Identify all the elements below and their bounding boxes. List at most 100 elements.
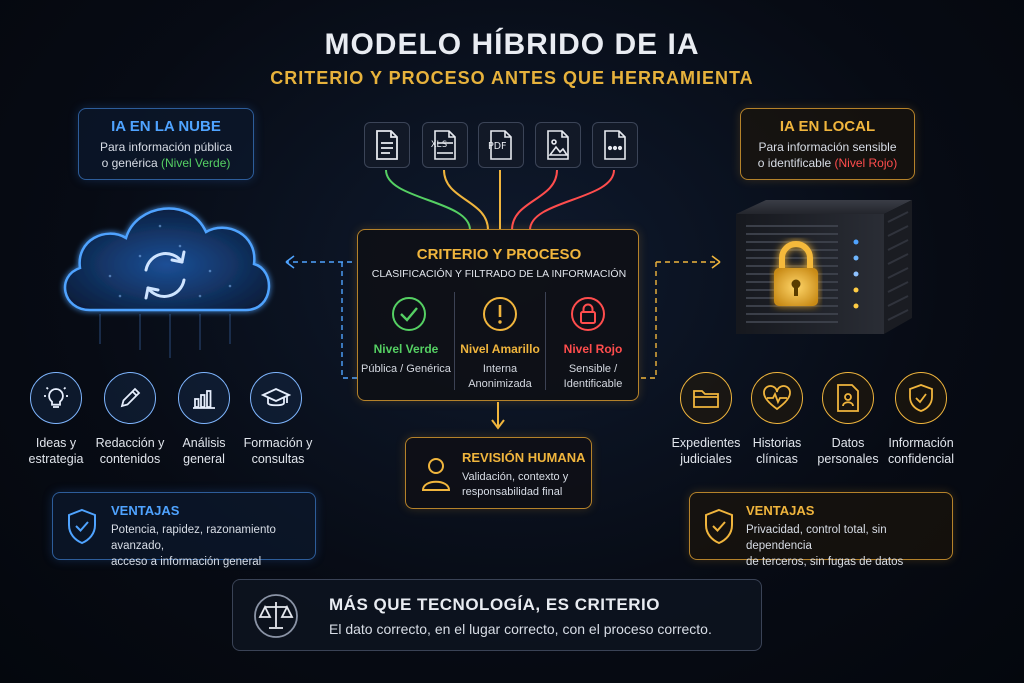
person-icon	[421, 458, 451, 491]
process-subtitle: CLASIFICACIÓN Y FILTRADO DE LA INFORMACI…	[371, 268, 627, 280]
process-title: CRITERIO Y PROCESO	[416, 246, 582, 263]
more-icon	[604, 130, 626, 160]
local-line2: o identificable (Nivel Rojo)	[741, 155, 914, 171]
cloud-header-box: IA EN LA NUBE Para información pública o…	[78, 108, 254, 180]
doc-image	[535, 122, 581, 168]
spreadsheet-icon	[434, 130, 456, 160]
lightbulb-icon	[44, 386, 68, 408]
server-icon	[736, 200, 912, 334]
folder-icon	[693, 390, 719, 408]
local-line2a: o identificable	[757, 156, 835, 170]
use-writing-l2: contenidos	[99, 452, 161, 466]
use-clinical-l1: Historias	[752, 436, 802, 450]
shield-check-icon	[68, 508, 96, 545]
warning-circle-icon	[483, 297, 517, 331]
doc-more	[592, 122, 638, 168]
doc-pdf: PDF	[478, 122, 524, 168]
use-ideas-caption: Ideas y estrategia	[11, 435, 101, 467]
heart-pulse-icon	[763, 385, 791, 411]
doc-xls: XLS	[422, 122, 468, 168]
use-ideas	[30, 372, 82, 424]
footer-text: El dato correcto, en el lugar correcto, …	[329, 621, 712, 637]
pdf-icon	[490, 130, 512, 160]
local-adv-l1: Privacidad, control total, sin dependenc…	[746, 524, 887, 552]
cloud-level-label: (Nivel Verde)	[161, 156, 231, 170]
use-analysis-caption: Análisis general	[159, 435, 249, 467]
use-judicial	[680, 372, 732, 424]
local-line1: Para información sensible	[758, 140, 897, 154]
use-training	[250, 372, 302, 424]
shield-check-icon	[705, 508, 733, 545]
shield-check-icon	[909, 384, 933, 412]
use-personal-l2: personales	[817, 452, 879, 466]
graduation-cap-icon	[261, 388, 291, 407]
cloud-advantages-text: Potencia, rapidez, razonamiento avanzado…	[111, 522, 317, 570]
use-analysis-l2: general	[183, 452, 225, 466]
use-personal-l1: Datos	[831, 436, 865, 450]
use-clinical	[751, 372, 803, 424]
use-writing	[104, 372, 156, 424]
use-ideas-l1: Ideas y	[35, 436, 77, 450]
local-advantages-text: Privacidad, control total, sin dependenc…	[746, 522, 952, 570]
lock-circle-icon	[571, 297, 605, 331]
use-confidential-l1: Información	[888, 436, 954, 450]
review-l2: responsabilidad final	[462, 486, 563, 498]
footer-title: MÁS QUE TECNOLOGÍA, ES CRITERIO	[329, 595, 660, 614]
level-amber-name: Nivel Amarillo	[460, 342, 540, 356]
scales-icon	[254, 594, 298, 638]
doc-text	[364, 122, 410, 168]
bar-chart-icon	[193, 390, 215, 409]
cloud-line2a: o genérica	[101, 156, 161, 170]
page-title: MODELO HÍBRIDO DE IA	[324, 28, 700, 61]
cloud-advantages-box: VENTAJAS Potencia, rapidez, razonamiento…	[52, 492, 316, 568]
local-header-box: IA EN LOCAL Para información sensible o …	[740, 108, 915, 180]
cloud-line2: o genérica (Nivel Verde)	[79, 155, 253, 171]
level-green-desc: Pública / Genérica	[361, 363, 451, 375]
use-training-l2: consultas	[251, 452, 305, 466]
id-card-icon	[837, 384, 859, 412]
cloud-advantages-title: VENTAJAS	[111, 503, 180, 518]
pencil-icon	[120, 387, 141, 408]
footer-box: MÁS QUE TECNOLOGÍA, ES CRITERIO El dato …	[232, 579, 762, 651]
use-writing-l1: Redacción y	[95, 436, 165, 450]
local-advantages-title: VENTAJAS	[746, 503, 815, 518]
use-clinical-l2: clínicas	[756, 452, 798, 466]
criteria-process-box: CRITERIO Y PROCESO CLASIFICACIÓN Y FILTR…	[357, 229, 639, 401]
use-ideas-l2: estrategia	[28, 452, 84, 466]
local-level-label: (Nivel Rojo)	[834, 156, 898, 170]
level-green-name: Nivel Verde	[373, 342, 439, 356]
use-judicial-caption: Expedientes judiciales	[661, 435, 751, 467]
use-training-l1: Formación y	[243, 436, 313, 450]
use-training-caption: Formación y consultas	[233, 435, 323, 467]
cloud-adv-l2: acceso a información general	[111, 556, 262, 568]
use-personal	[822, 372, 874, 424]
review-l1: Validación, contexto y	[462, 471, 569, 483]
doc-pdf-label: PDF	[488, 141, 507, 152]
check-circle-icon	[392, 297, 426, 331]
doc-xls-label: XLS	[431, 140, 448, 150]
cloud-icon	[63, 207, 271, 312]
cloud-line1: Para información pública	[99, 140, 233, 154]
use-confidential	[895, 372, 947, 424]
use-analysis-l1: Análisis	[182, 436, 226, 450]
cloud-title: IA EN LA NUBE	[111, 118, 221, 135]
level-amber-d2: Anonimizada	[468, 378, 532, 390]
review-title: REVISIÓN HUMANA	[462, 450, 586, 465]
level-red-desc: Sensible /Identificable	[546, 362, 640, 392]
use-confidential-caption: Información confidencial	[876, 435, 966, 467]
use-judicial-l1: Expedientes	[671, 436, 741, 450]
local-title: IA EN LOCAL	[779, 118, 876, 135]
use-confidential-l2: confidencial	[887, 452, 954, 466]
level-amber-d1: Interna	[482, 363, 518, 375]
image-icon	[547, 130, 569, 160]
level-red-name: Nivel Rojo	[563, 342, 623, 356]
review-text: Validación, contexto y responsabilidad fi…	[462, 470, 590, 500]
local-adv-l2: de terceros, sin fugas de datos	[746, 556, 904, 568]
use-judicial-l2: judiciales	[680, 452, 732, 466]
document-icon	[376, 130, 398, 160]
use-clinical-caption: Historias clínicas	[732, 435, 822, 467]
use-analysis	[178, 372, 230, 424]
level-red-d1: Sensible /	[568, 363, 618, 375]
